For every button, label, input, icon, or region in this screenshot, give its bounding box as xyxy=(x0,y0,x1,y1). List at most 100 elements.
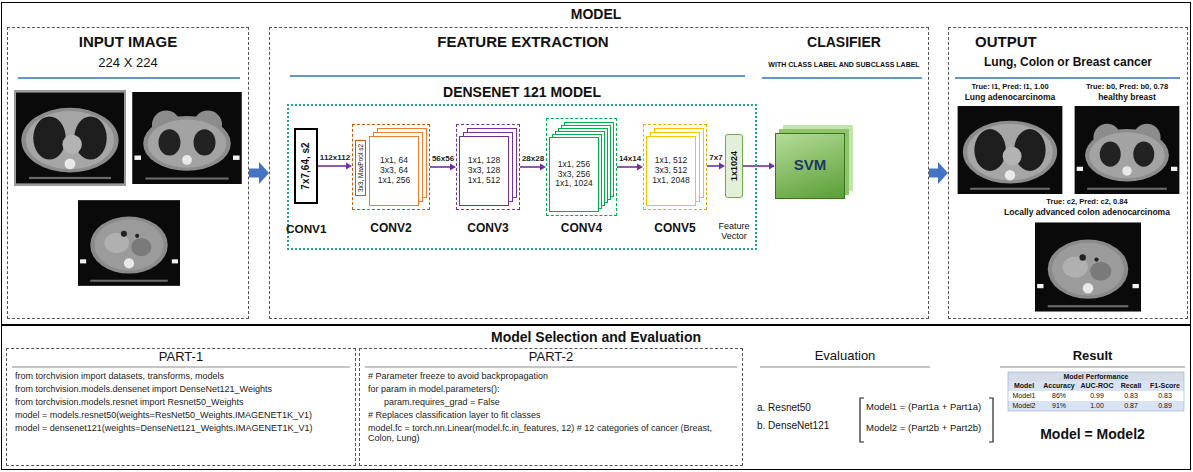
table-title: Model Performance xyxy=(1008,372,1184,382)
result-image: True: c2, Pred: c2, 0.84Locally advanced… xyxy=(990,198,1184,316)
bracket xyxy=(860,398,864,442)
conclusion: Model = Model2 xyxy=(1000,426,1185,442)
table-header: Accuracy xyxy=(1040,381,1078,391)
stack-card: 1x1, 256 3x3, 256 1x1, 1024 xyxy=(549,137,599,212)
densenet-box: DENSENET 121 MODEL7x7,64, s2CONV11x1, 64… xyxy=(287,104,757,250)
box-heading: FEATURE EXTRACTION xyxy=(288,33,758,50)
connector xyxy=(318,163,352,170)
conv-block: 1x1, 64 3x3, 64 1x1, 256CONV23x3, MaxPoo… xyxy=(352,124,430,210)
arrow-head xyxy=(938,162,948,184)
formula: Model1 = (Part1a + Part1a) xyxy=(866,402,990,413)
heading-rule xyxy=(760,367,930,368)
connector xyxy=(520,164,546,171)
model-option: a. Resnet50 xyxy=(757,402,855,414)
output-box: OUTPUTLung, Colon or Breast cancerTrue: … xyxy=(948,27,1188,319)
diagnosis: healthy breast xyxy=(1070,93,1184,103)
connector xyxy=(743,163,775,170)
edge-label: 28x28 xyxy=(521,154,545,163)
heading-rule xyxy=(12,367,350,368)
classifier-name: SVM xyxy=(776,156,844,173)
code-line: from torchvision.models.densenet import … xyxy=(15,384,349,394)
connector xyxy=(249,162,269,184)
code-line: from torchvision import datasets, transf… xyxy=(15,371,349,381)
stack-card: 1x1, 128 3x3, 128 1x1, 512 xyxy=(459,136,509,206)
svm-classifier: SVM xyxy=(775,133,845,199)
layer-name: CONV1 xyxy=(286,222,326,236)
connector-line xyxy=(249,169,260,178)
layer-spec: 1x1, 256 3x3, 256 1x1, 1024 xyxy=(552,160,596,189)
connector-line xyxy=(707,165,720,167)
arrow-head xyxy=(259,162,269,184)
connector xyxy=(617,164,643,171)
selection-panel: Model Selection and EvaluationPART-1 from… xyxy=(1,325,1191,470)
box-heading: INPUT IMAGE xyxy=(8,33,248,50)
connector xyxy=(707,163,725,170)
edge-label: 56x56 xyxy=(431,154,455,163)
panel-title: Model Selection and Evaluation xyxy=(2,329,1190,345)
layer-name: CONV2 xyxy=(343,222,439,236)
table-cell: Model2 xyxy=(1008,401,1040,411)
part-heading: PART-1 xyxy=(7,350,355,365)
heading-rule xyxy=(290,75,745,77)
code-line: from torchvision.models.resnet import Re… xyxy=(15,397,349,407)
box-heading: DENSENET 121 MODEL xyxy=(289,84,755,100)
conv-layer: 7x7,64, s2CONV1 xyxy=(294,128,318,204)
size-label: 224 X 224 xyxy=(8,56,248,71)
panel-title: MODEL xyxy=(2,6,1190,22)
connector-line xyxy=(318,165,347,167)
table-header: F1-Score xyxy=(1146,381,1184,391)
heading-rule xyxy=(365,367,737,368)
conv-block: 1x1, 128 3x3, 128 1x1, 512CONV3 xyxy=(456,124,520,210)
connector-line xyxy=(617,166,638,168)
prediction: True: l1, Pred: l1, 1.00 xyxy=(954,83,1066,92)
model-box: FEATURE EXTRACTIONCLASIFIERWITH CLASS LA… xyxy=(269,27,929,319)
table-header: Recall xyxy=(1116,381,1146,391)
table-cell: 0.83 xyxy=(1116,391,1146,401)
table-cell: 86% xyxy=(1040,391,1078,401)
ct-scan xyxy=(1035,222,1141,311)
table-row xyxy=(1008,372,1184,381)
connector-line xyxy=(430,166,451,168)
table-cell: 0.87 xyxy=(1116,401,1146,411)
result-image: True: l1, Pred: l1, 1.00Lung adenocarcin… xyxy=(954,83,1066,195)
code-line: model = densenet121(weights=DenseNet121_… xyxy=(15,423,349,433)
code-line: model.fc = torch.nn.Linear(model.fc.in_f… xyxy=(368,423,736,444)
ct-scan xyxy=(958,106,1063,194)
table-header: Model xyxy=(1008,381,1040,391)
vector-name: Feature Vector xyxy=(714,221,754,242)
heading-rule xyxy=(762,77,922,79)
layer-spec: 1x1, 512 3x3, 512 1x1, 2048 xyxy=(649,156,693,185)
edge-label: 112x112 xyxy=(319,153,351,162)
layer-spec: 3x3, MaxPool s2 xyxy=(354,141,368,195)
sub-heading: Lung, Colon or Breast cancer xyxy=(955,56,1181,70)
part-heading: PART-2 xyxy=(360,350,742,365)
table-cell: 91% xyxy=(1040,401,1078,411)
table-cell: 0.83 xyxy=(1146,391,1184,401)
layer-spec: 1x1, 128 3x3, 128 1x1, 512 xyxy=(462,156,506,185)
table-header: AUC-ROC xyxy=(1078,381,1116,391)
stack-card: 1x1, 64 3x3, 64 1x1, 256 xyxy=(369,136,419,206)
code-line: param.requires_grad = False xyxy=(384,397,736,407)
ct-scan xyxy=(16,93,124,184)
ct-scan xyxy=(132,92,242,184)
image-frame xyxy=(14,90,126,186)
heading-rule xyxy=(1000,367,1185,368)
conv-block: 1x1, 512 3x3, 512 1x1, 2048CONV5 xyxy=(643,124,707,210)
pool-layer: 3x3, MaxPool s2 xyxy=(355,140,366,196)
table-row xyxy=(1008,401,1184,411)
ct-scan xyxy=(1075,106,1180,194)
heading-rule xyxy=(18,77,240,79)
code-line: model = models.resnet50(weights=ResNet50… xyxy=(15,410,349,420)
layer-name: CONV5 xyxy=(634,222,716,236)
code-line: # Replaces classification layer to fit c… xyxy=(368,410,736,420)
formula: Model2 = (Part2b + Part2b) xyxy=(866,423,990,434)
prediction: True: c2, Pred: c2, 0.84 xyxy=(990,198,1184,207)
code-box: PART-1 from torchvision import datasets, … xyxy=(6,348,356,466)
box-heading: CLASIFIER xyxy=(762,34,926,50)
connector xyxy=(430,164,456,171)
table-cell: Model1 xyxy=(1008,391,1040,401)
vector-size: 1x1024 xyxy=(727,135,741,197)
table-row xyxy=(1008,391,1184,401)
heading-rule xyxy=(955,77,1180,79)
section-heading: Result xyxy=(1000,349,1185,364)
